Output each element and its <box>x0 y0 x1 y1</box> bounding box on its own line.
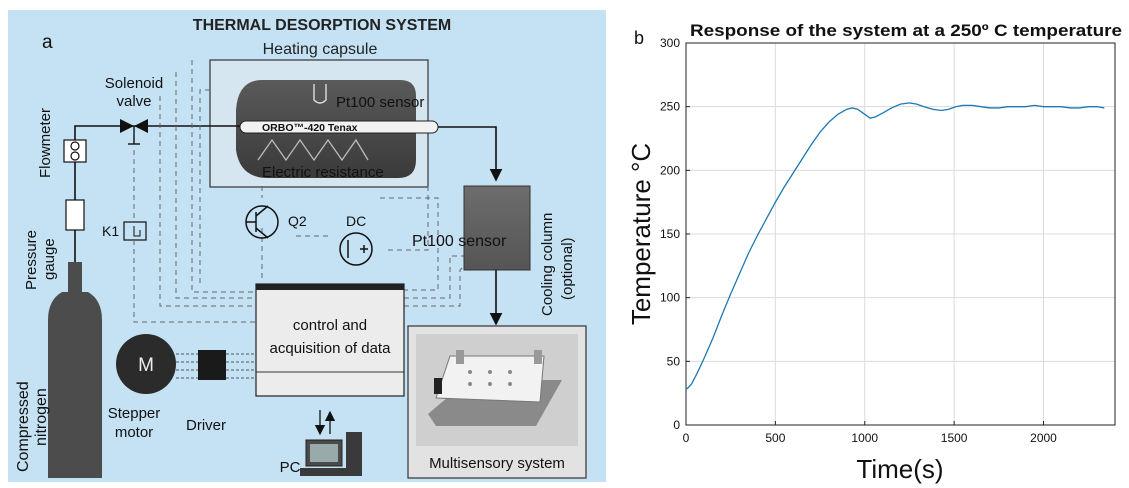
diagram-title: THERMAL DESORPTION SYSTEM <box>193 17 451 34</box>
stepper-label-line1: Stepper <box>108 405 161 422</box>
control-wires <box>133 60 475 323</box>
temperature-response-chart: b Response of the system at a 250º C tem… <box>626 21 1122 484</box>
pressure-label-line1: Pressure <box>23 230 40 290</box>
motor-letter: M <box>138 355 154 376</box>
stepper-motor-icon <box>116 334 176 394</box>
x-tick-label: 0 <box>683 431 690 445</box>
control-acquisition-box <box>255 283 405 397</box>
grid-layer <box>686 43 1115 425</box>
tick-layer: 0 500 1000 1500 2000 0 50 100 150 200 250 300 <box>660 36 1057 445</box>
solenoid-label-line1: Solenoid <box>105 75 163 92</box>
relay-icon <box>123 221 147 241</box>
cooling-label-line1: Cooling column <box>539 213 556 316</box>
panel-a-label: a <box>42 32 53 53</box>
y-tick-label: 100 <box>660 291 680 305</box>
y-tick-label: 50 <box>667 354 681 368</box>
panel-b-label: b <box>634 28 644 48</box>
y-tick-label: 200 <box>660 163 680 177</box>
nitrogen-cylinder-icon <box>48 262 102 478</box>
x-tick-label: 500 <box>765 431 785 445</box>
x-tick-label: 1000 <box>851 431 878 445</box>
cooling-column <box>463 185 531 271</box>
thermal-desorption-diagram: a THERMAL DESORPTION SYSTEM Heating caps… <box>8 10 606 482</box>
pressure-gauge-icon <box>65 199 85 231</box>
multisensory-label: Multisensory system <box>429 455 565 472</box>
driver-label: Driver <box>186 417 226 434</box>
dc-source-icon <box>339 232 373 266</box>
electric-resistance-coil <box>257 138 369 162</box>
nitrogen-label-line2: nitrogen <box>33 388 50 446</box>
y-tick-label: 150 <box>660 227 680 241</box>
cooling-label-line2: (optional) <box>559 237 576 300</box>
control-label-line2: acquisition of data <box>270 340 392 357</box>
transistor-q2-icon <box>245 205 279 239</box>
multisensory-device-image <box>416 334 578 446</box>
solenoid-label-line2: valve <box>116 93 151 110</box>
q2-label: Q2 <box>288 213 307 229</box>
y-tick-label: 0 <box>673 418 680 432</box>
solenoid-valve-icon <box>120 119 148 145</box>
y-tick-label: 300 <box>660 36 680 50</box>
electric-resistance-label: Electric resistance <box>262 164 384 181</box>
pt100-sensor-right-label: Pt100 sensor <box>412 233 507 250</box>
pc-label: PC <box>280 459 301 476</box>
control-label-line1: control and <box>293 317 367 334</box>
flowmeter-icon <box>63 139 87 163</box>
pt100-sensor-top-label: Pt100 sensor <box>336 94 424 111</box>
y-tick-label: 250 <box>660 100 680 114</box>
nitrogen-label-line1: Compressed <box>15 381 32 472</box>
x-tick-label: 2000 <box>1030 431 1057 445</box>
flowmeter-label: Flowmeter <box>37 108 54 178</box>
gas-line <box>74 125 240 140</box>
driver-chip-icon <box>176 350 256 380</box>
tenax-tube-label: ORBO™-420 Tenax <box>262 122 358 134</box>
dc-label: DC <box>346 213 366 229</box>
stepper-label-line2: motor <box>115 424 153 441</box>
y-axis-label: Temperature °C <box>626 143 656 325</box>
pc-icon <box>300 410 362 476</box>
x-axis-label: Time(s) <box>856 454 943 484</box>
gas-line-out <box>438 126 503 182</box>
series-line-temperature <box>685 102 1105 390</box>
pressure-label-line2: gauge <box>41 238 58 280</box>
x-tick-label: 1500 <box>941 431 968 445</box>
sensor-probe <box>313 84 327 104</box>
chart-title: Response of the system at a 250º C tempe… <box>690 21 1122 40</box>
heating-capsule-label: Heating capsule <box>263 41 378 58</box>
k1-label: K1 <box>102 223 119 239</box>
